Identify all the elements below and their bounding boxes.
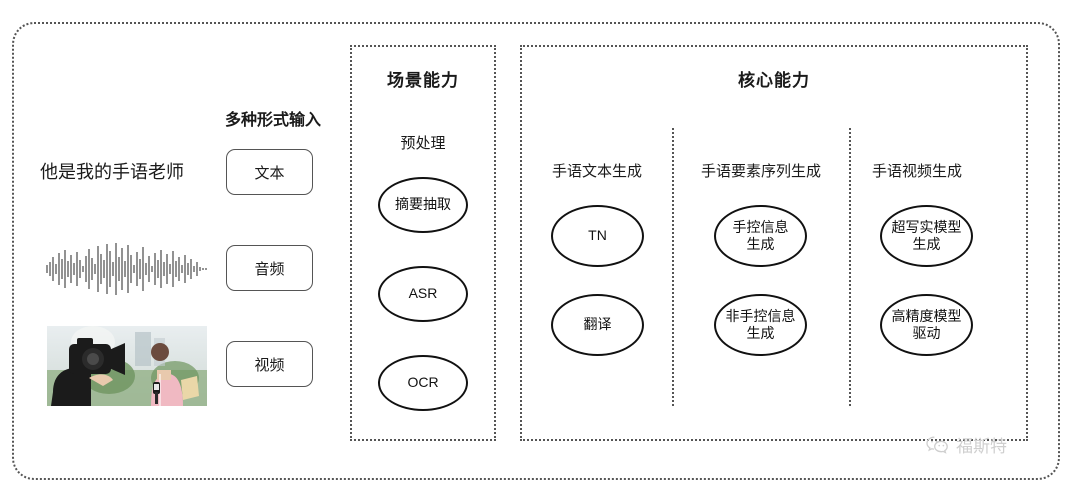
core-column-divider-2 <box>849 128 851 406</box>
core-node-tn[interactable]: TN <box>551 205 644 267</box>
scene-capability-panel <box>350 45 496 441</box>
core-column-heading-sign-video-generation: 手语视频生成 <box>872 163 963 180</box>
core-node-manual-info-generation[interactable]: 手控信息 生成 <box>714 205 807 267</box>
core-column-heading-sign-text-generation: 手语文本生成 <box>551 163 642 180</box>
core-column-divider-1 <box>672 128 674 406</box>
modality-pill-text[interactable]: 文本 <box>226 149 313 195</box>
modality-pill-audio-label: 音频 <box>254 260 285 278</box>
modality-pill-video-label: 视频 <box>254 356 285 374</box>
waveform-icon <box>42 240 212 298</box>
modality-pill-video[interactable]: 视频 <box>226 341 313 387</box>
wechat-icon <box>925 435 951 455</box>
input-section-heading: 多种形式输入 <box>224 112 321 129</box>
scene-node-summary-extraction[interactable]: 摘要抽取 <box>378 177 468 233</box>
core-capability-panel <box>520 45 1028 441</box>
core-node-hyperrealistic-model-generation[interactable]: 超写实模型 生成 <box>880 205 973 267</box>
scene-capability-title: 场景能力 <box>387 71 459 90</box>
watermark-text: 福斯特 <box>956 437 1007 456</box>
core-node-high-precision-model-driving[interactable]: 高精度模型 驱动 <box>880 294 973 356</box>
core-column-heading-sign-element-sequence-generation: 手语要素序列生成 <box>700 163 821 180</box>
scene-node-asr[interactable]: ASR <box>378 266 468 322</box>
scene-node-ocr[interactable]: OCR <box>378 355 468 411</box>
modality-pill-text-label: 文本 <box>254 164 285 182</box>
diagram-outer-frame <box>12 22 1060 480</box>
video-thumbnail-icon <box>47 326 207 406</box>
core-node-non-manual-info-generation[interactable]: 非手控信息 生成 <box>714 294 807 356</box>
scene-column-heading-preprocess: 预处理 <box>400 135 446 152</box>
core-capability-title: 核心能力 <box>738 71 810 90</box>
modality-pill-audio[interactable]: 音频 <box>226 245 313 291</box>
sample-text-input: 他是我的手语老师 <box>40 162 184 182</box>
watermark: 福斯特 <box>925 432 1007 457</box>
core-node-translation[interactable]: 翻译 <box>551 294 644 356</box>
